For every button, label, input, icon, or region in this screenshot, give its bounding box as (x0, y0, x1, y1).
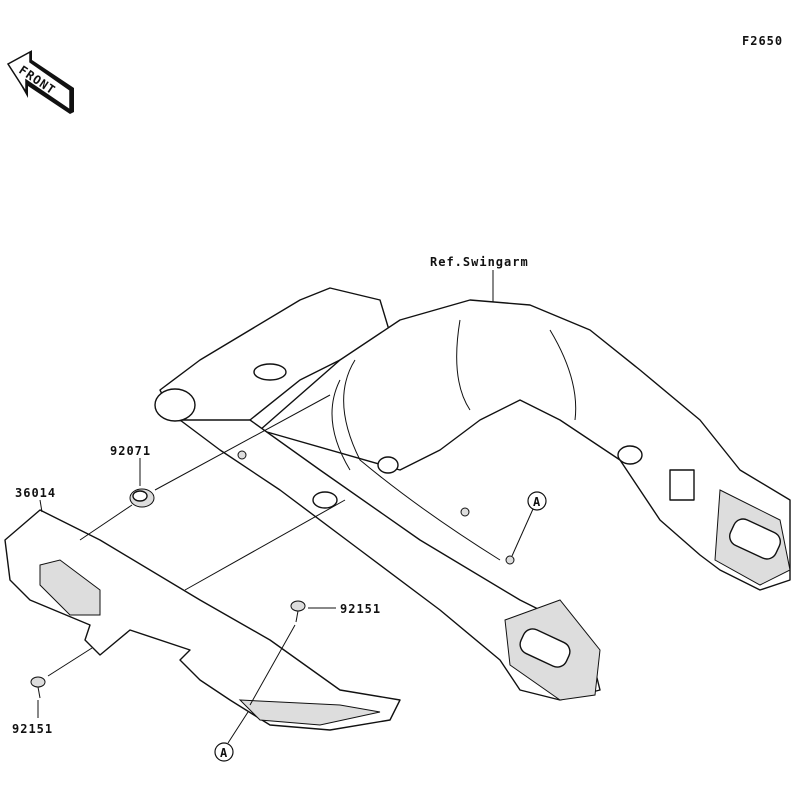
screw-92151-left (30, 676, 46, 699)
part-92151-right-label: 92151 (340, 602, 381, 616)
svg-text:A: A (533, 495, 541, 509)
svg-text:A: A (220, 746, 228, 760)
screw-92151-right (290, 600, 306, 623)
chain-cover (4, 509, 401, 731)
front-arrow-icon: FRONT (6, 50, 74, 114)
diagram-code: F2650 (742, 34, 783, 48)
swingarm (154, 287, 791, 701)
part-36014-label: 36014 (15, 486, 56, 500)
part-92071-label: 92071 (110, 444, 151, 458)
part-92151-left-label: 92151 (12, 722, 53, 736)
swingarm-ref-label: Ref.Swingarm (430, 255, 529, 269)
grommet-92071 (129, 488, 155, 508)
callout-a-bottom: A (214, 742, 234, 762)
callout-a-top: A (527, 491, 547, 511)
